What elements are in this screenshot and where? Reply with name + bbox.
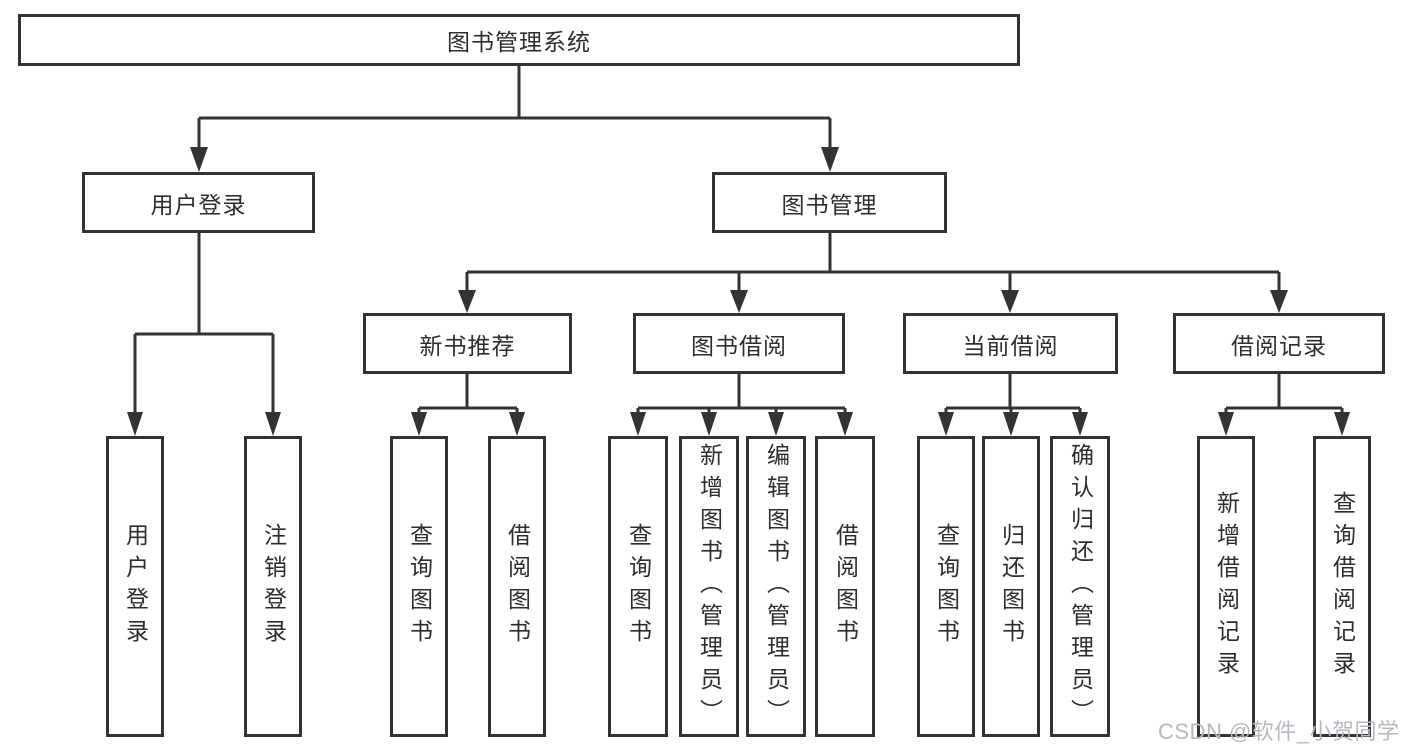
leaf-add-books-admin: 新增图书（管理员）: [679, 436, 739, 737]
node-borrow-records: 借阅记录: [1173, 313, 1385, 374]
node-book-management: 图书管理: [712, 172, 947, 233]
leaf-query-books-newrec: 查询图书: [390, 436, 448, 737]
leaf-label: 用户登录: [122, 522, 149, 651]
leaf-label: 归还图书: [998, 522, 1025, 651]
node-book-borrow: 图书借阅: [633, 313, 845, 374]
leaf-label: 新增借阅记录: [1213, 490, 1240, 683]
leaf-label: 注销登录: [260, 522, 287, 651]
leaf-label: 查询图书: [625, 522, 652, 651]
leaf-add-borrow-record: 新增借阅记录: [1197, 436, 1255, 737]
leaf-label: 编辑图书（管理员）: [763, 442, 790, 731]
csdn-watermark: CSDN @软件_小贺同学: [1158, 719, 1400, 744]
leaf-label: 查询图书: [406, 522, 433, 651]
leaf-return-books: 归还图书: [982, 436, 1040, 737]
leaf-borrow-books: 借阅图书: [815, 436, 875, 737]
leaf-query-books-current: 查询图书: [917, 436, 975, 737]
leaf-borrow-books-newrec: 借阅图书: [488, 436, 546, 737]
leaf-label: 借阅图书: [504, 522, 531, 651]
node-current-borrow: 当前借阅: [903, 313, 1118, 374]
leaf-label: 查询图书: [933, 522, 960, 651]
leaf-logout: 注销登录: [244, 436, 302, 737]
leaf-user-login: 用户登录: [106, 436, 164, 737]
node-new-book-recommend: 新书推荐: [363, 313, 572, 374]
leaf-label: 确认归还（管理员）: [1067, 442, 1094, 731]
leaf-label: 新增图书（管理员）: [696, 442, 723, 731]
leaf-label: 借阅图书: [832, 522, 859, 651]
leaf-confirm-return-admin: 确认归还（管理员）: [1050, 436, 1110, 737]
leaf-edit-books-admin: 编辑图书（管理员）: [746, 436, 806, 737]
leaf-query-borrow-record: 查询借阅记录: [1313, 436, 1371, 737]
node-root: 图书管理系统: [18, 14, 1020, 66]
leaf-query-books-borrow: 查询图书: [608, 436, 668, 737]
node-user-login: 用户登录: [82, 172, 315, 233]
leaf-label: 查询借阅记录: [1329, 490, 1356, 683]
